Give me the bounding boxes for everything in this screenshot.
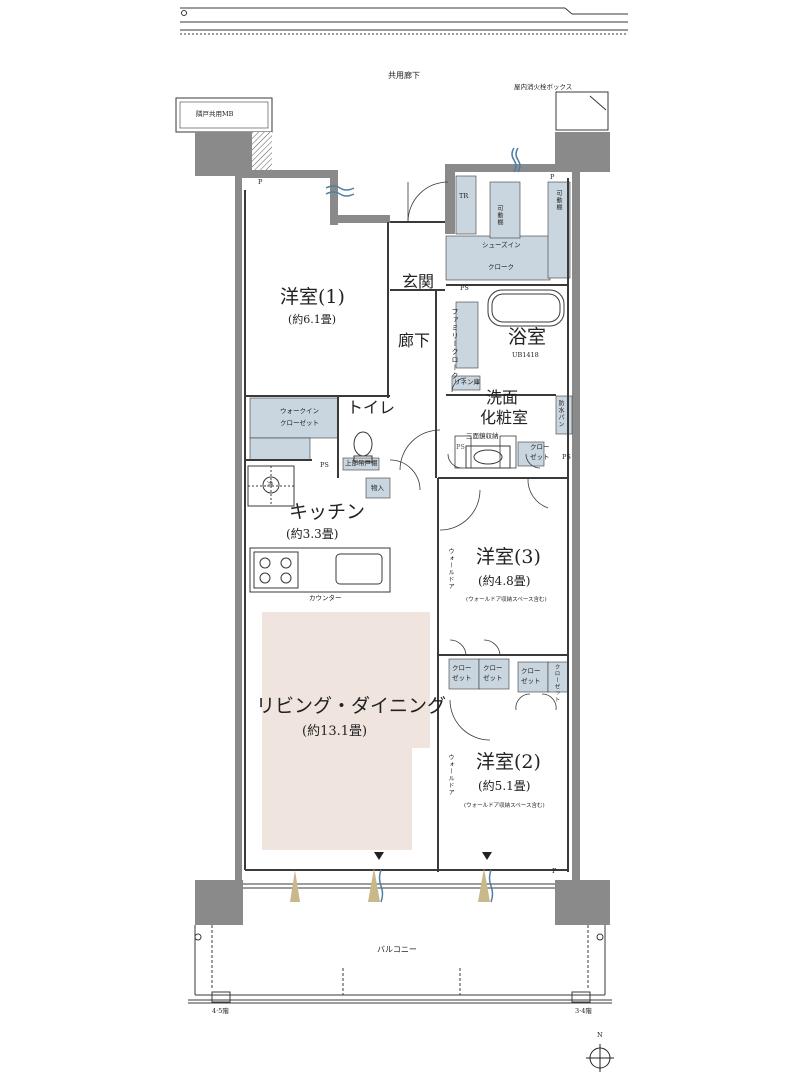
- p-mark-1: P: [258, 178, 263, 186]
- wic-label: ウォークイン: [280, 407, 319, 415]
- wall-door-label-2: ウォールドア: [447, 754, 454, 796]
- ld-label: リビング・ダイニング: [256, 695, 447, 717]
- closet-bath-a: クロー: [530, 443, 550, 451]
- wall-door-label-1: ウォールドア: [447, 548, 454, 590]
- evac-left-label: 4·5階: [212, 1007, 229, 1015]
- ld-area: (約13.1畳): [302, 724, 368, 739]
- family-closet-label: ファミリークローク: [451, 308, 459, 380]
- mirror-storage-label: 三面鏡収納: [466, 432, 499, 440]
- linen-label: リネン庫: [454, 378, 480, 386]
- room1-area: (約6.1畳): [288, 313, 337, 326]
- hall-label: 廊下: [398, 331, 431, 350]
- waterproof-label: 防水パン: [557, 400, 564, 428]
- hydrant-label: 屋内消火栓ボックス: [514, 83, 573, 91]
- room3-area: (約4.8畳): [478, 574, 531, 588]
- movable-shelf-label-2: 可動棚: [555, 190, 562, 211]
- evac-right-label: 3·4階: [575, 1007, 592, 1015]
- movable-shelf-label: 可動棚: [496, 205, 503, 226]
- counter-label: カウンター: [309, 594, 342, 602]
- closet-r3-c: クロー: [483, 664, 503, 672]
- wic-label-2: クローゼット: [280, 419, 319, 427]
- p-mark-3: P: [552, 867, 557, 875]
- kitchen-area: (約3.3畳): [286, 527, 339, 541]
- closet-r2-b: ゼット: [521, 677, 541, 685]
- bath-label: 浴室: [508, 326, 547, 348]
- room2-note: (ウォールドア収納スペース含む): [464, 803, 545, 809]
- upper-shelf-label: 上部吊戸棚: [345, 459, 378, 467]
- tr-mark: TR: [459, 192, 469, 200]
- kitchen-label: キッチン: [289, 501, 366, 523]
- balcony-label: バルコニー: [377, 945, 417, 954]
- neighbor-mb-label: 隣戸共用MB: [196, 110, 234, 118]
- room2-label: 洋室(2): [476, 751, 541, 773]
- closet-r2-v: クローゼット: [553, 664, 560, 703]
- closet-r2-a: クロー: [521, 667, 541, 675]
- closet-bath-b: ゼット: [530, 453, 550, 461]
- room2-area: (約5.1畳): [478, 779, 531, 793]
- north-label: N: [597, 1031, 603, 1039]
- bath-size: UB1418: [512, 351, 539, 359]
- closet-r3-b: ゼット: [452, 674, 472, 682]
- fridge-mark: 冷: [267, 480, 274, 488]
- toilet-label: トイレ: [347, 398, 396, 417]
- entrance-label: 玄関: [402, 272, 435, 291]
- room1-label: 洋室(1): [280, 286, 345, 308]
- corridor-label: 共用廊下: [388, 71, 420, 80]
- shoes-label-2: クローク: [488, 263, 514, 271]
- storage-label: 物入: [371, 484, 384, 492]
- room3-label: 洋室(3): [476, 546, 541, 568]
- room3-note: (ウォールドア収納スペース含む): [466, 597, 547, 603]
- ps-mark-1: PS: [456, 443, 465, 451]
- washroom-label: 洗面: [486, 388, 519, 407]
- washroom-label-2: 化粧室: [480, 408, 529, 427]
- ps-mark-4: PS: [562, 453, 571, 461]
- ps-mark-3: PS: [320, 461, 329, 469]
- p-mark-2: P: [550, 173, 555, 181]
- closet-r3-d: ゼット: [483, 674, 503, 682]
- closet-r3-a: クロー: [452, 664, 472, 672]
- shoes-label: シューズイン: [482, 241, 521, 249]
- ps-mark-2: PS: [460, 284, 469, 292]
